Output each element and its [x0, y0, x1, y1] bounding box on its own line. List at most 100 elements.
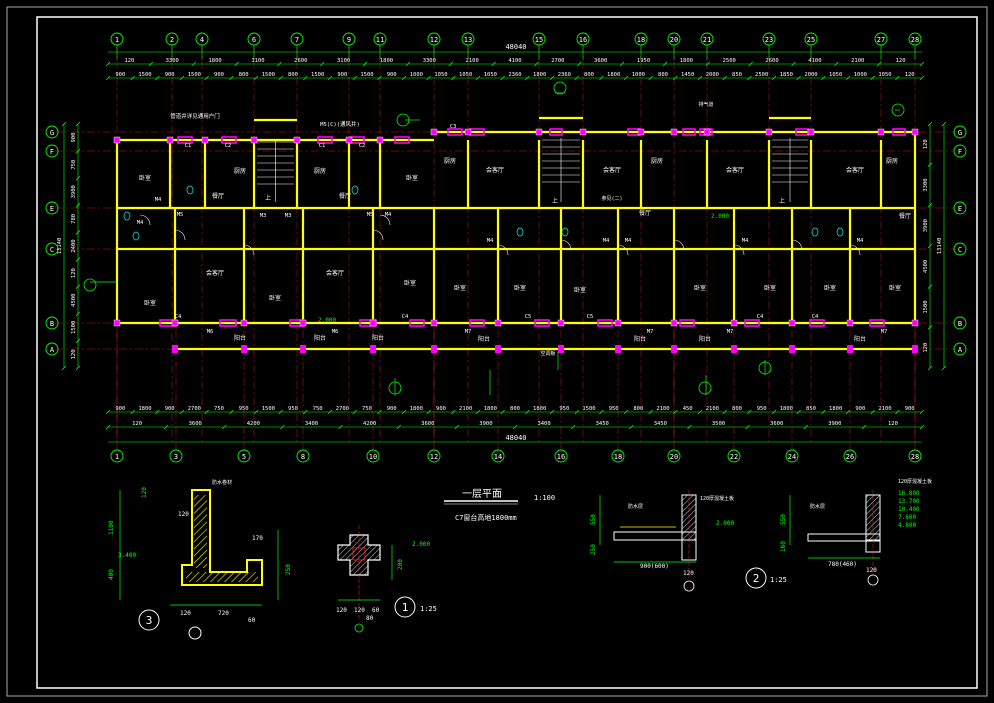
- left-dim-tick: [75, 121, 81, 127]
- axis-bubble-left-G: [45, 125, 59, 139]
- bottom-dim-row2-tick: [745, 424, 750, 430]
- door-tag: M5: [177, 212, 184, 218]
- axis-bubble-bottom-16: [554, 449, 568, 463]
- det3-level: 3.400: [118, 552, 136, 559]
- top-dim-row2-label: 1050: [459, 72, 472, 78]
- axis-label-top-23: 23: [765, 36, 773, 44]
- section-marker-5: [396, 113, 410, 127]
- drawing-title-block: 一层平面 1:100 C7窗台高地1800mm: [444, 488, 555, 522]
- column-18: [113, 319, 121, 327]
- window-tag: C2: [225, 143, 232, 149]
- top-dim-row2-tick: [377, 75, 382, 81]
- axis-label-bottom-20: 20: [670, 453, 678, 461]
- door-tag: M4: [857, 238, 864, 244]
- det3-dim-1100: 1100: [108, 520, 115, 535]
- section-marker-4: [83, 278, 97, 292]
- axis-label-right-E: E: [958, 205, 962, 213]
- bottom-dim-row2-tick: [512, 424, 518, 430]
- bottom-dim-row1-tick: [377, 409, 382, 415]
- bottom-dim-row2-tick: [629, 424, 634, 430]
- door-tag: M7: [727, 329, 734, 335]
- top-dim-row2-tick: [648, 75, 653, 81]
- axis-label-top-15: 15: [535, 36, 543, 44]
- room-label-balcony: 阳台: [372, 334, 384, 342]
- bottom-dim-row2-label: 3500: [712, 421, 725, 427]
- left-total-dim-tick: [61, 121, 67, 127]
- right-total-dim-label: 13140: [937, 238, 943, 255]
- detail-2-number: 2: [753, 572, 760, 585]
- top-dim-row1-tick: [191, 61, 196, 67]
- det3-dim-170: 170: [252, 535, 263, 542]
- axis-label-bottom-24: 24: [788, 453, 796, 461]
- top-dim-row2-tick: [327, 75, 333, 81]
- room-label-dining: 餐厅: [212, 192, 224, 200]
- bottom-dim-row1-label: 800: [510, 406, 520, 412]
- column-13: [703, 128, 711, 136]
- axis-label-top-12: 12: [430, 36, 438, 44]
- axis-bubble-right-G: [953, 125, 967, 139]
- bottom-dim-row1-tick: [722, 409, 727, 415]
- det2a-slab: [613, 531, 697, 541]
- axis-bubble-right-A: [953, 342, 967, 356]
- column-31: [911, 319, 919, 327]
- top-dim-row2-tick: [722, 75, 727, 81]
- left-dim-tick: [75, 365, 81, 371]
- top-dim-row2-tick: [229, 75, 234, 81]
- section-marker-2: [698, 381, 712, 395]
- room-label-living: 会客厅: [326, 269, 344, 277]
- column-6: [376, 136, 384, 144]
- det2a-note-slab: 120厚混凝土板: [700, 495, 734, 502]
- column-19: [171, 319, 179, 327]
- section-marker-3: [758, 361, 772, 375]
- top-dim-row1-tick: [105, 61, 111, 67]
- axis-label-bottom-28: 28: [911, 453, 919, 461]
- door-tag: M6: [332, 329, 339, 335]
- door-swing-2: [372, 229, 384, 241]
- axis-label-top-18: 18: [637, 36, 645, 44]
- bottom-dim-row1-label: 2100: [878, 406, 891, 412]
- left-dim-tick: [75, 338, 81, 344]
- bottom-dim-row1-tick: [870, 409, 875, 415]
- top-dim-row2-label: 900: [115, 72, 125, 78]
- plan-annotations: 卧室卧室会客厅卧室会客厅卧室卧室厨房厨房餐厅餐厅厨房会客厅会客厅厨房会客厅会客厅…: [137, 101, 911, 357]
- bottom-dim-row1-tick: [845, 409, 851, 415]
- column-2: [201, 136, 209, 144]
- bottom-dim-row1-label: 850: [806, 406, 816, 412]
- right-dim-label: 120: [923, 343, 929, 353]
- axis-label-right-A: A: [958, 346, 963, 354]
- top-dim-row1-label: 120: [124, 58, 134, 64]
- bottom-dim-row1-label: 2100: [656, 406, 669, 412]
- door-tag: M4: [625, 238, 632, 244]
- det2b-dim-550: 550: [780, 514, 787, 525]
- room-label-bedroom: 卧室: [514, 284, 526, 292]
- axis-label-bottom-14: 14: [494, 453, 502, 461]
- outer-frame: [6, 6, 988, 697]
- top-dim-row2-label: 1000: [410, 72, 423, 78]
- window-tag: C5: [587, 314, 594, 320]
- bottom-dim-row1-tick: [821, 409, 826, 415]
- bottom-dim-row1-tick: [179, 409, 185, 415]
- bottom-dim-row2-label: 3600: [770, 421, 783, 427]
- window-tag: C4: [757, 314, 764, 320]
- det2b-note-slab: 120厚混凝土板: [898, 478, 932, 485]
- window-tag: C1: [319, 143, 326, 149]
- axis-bubble-bottom-26: [843, 449, 857, 463]
- bottom-dim-row1-tick: [796, 409, 801, 415]
- column-9: [535, 128, 543, 136]
- bottom-dim-row1-label: 800: [633, 406, 643, 412]
- drawing-scale: 1:100: [534, 494, 555, 502]
- axis-bubble-left-F: [45, 144, 59, 158]
- room-label-bedroom: 卧室: [824, 284, 836, 292]
- det2b-level-1: 13.700: [898, 498, 920, 505]
- door-tag: M4: [742, 238, 749, 244]
- top-dim-row2-tick: [179, 75, 185, 81]
- room-label-kitchen: 厨房: [314, 167, 326, 175]
- left-dim-tick: [75, 175, 81, 181]
- bottom-dim-row1-label: 1800: [829, 406, 842, 412]
- axis-bubble-bottom-1: [110, 449, 124, 463]
- top-dim-row1-tick: [319, 61, 325, 67]
- room-label-kitchen: 厨房: [234, 167, 246, 175]
- window-tag: C3: [450, 124, 457, 130]
- det2b-axis-bubble: [867, 574, 879, 586]
